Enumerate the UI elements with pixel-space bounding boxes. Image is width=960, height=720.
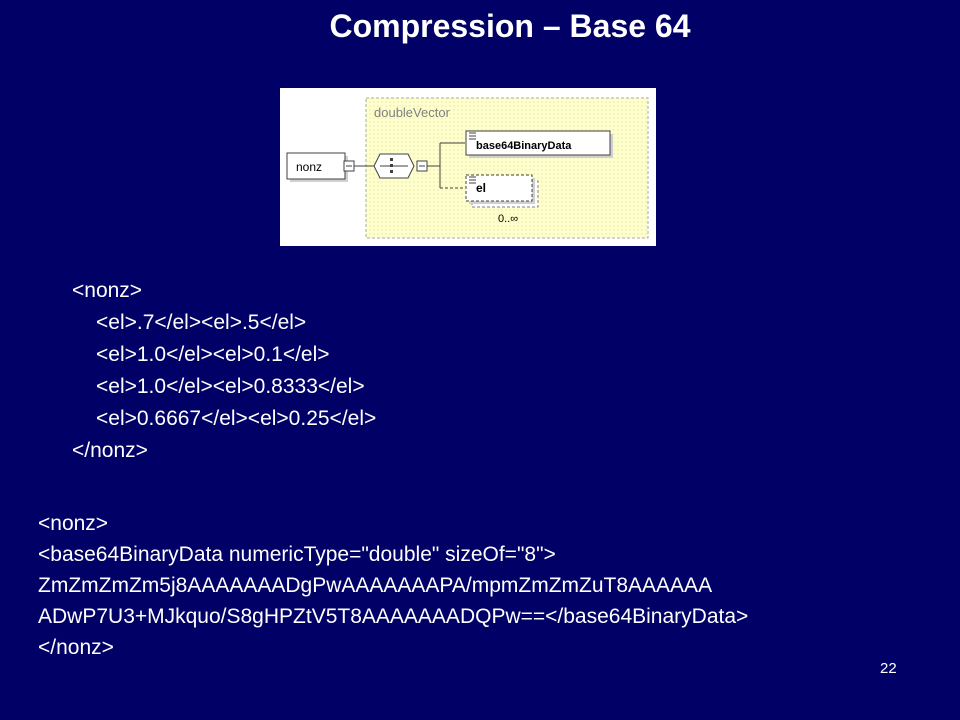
xml-line: <base64BinaryData numericType="double" s… [38,543,556,566]
xml-close-tag: </nonz> [72,439,148,462]
schema-diagram: doubleVector nonz base64BinaryData [280,88,656,246]
xml-example-base64: <nonz> <base64BinaryData numericType="dou… [38,508,748,663]
nonz-element-label: nonz [296,160,322,174]
nonz-element-box [286,152,346,180]
double-vector-label: doubleVector [374,105,451,120]
xml-line: <el>1.0</el><el>0.8333</el> [96,375,365,398]
page-number: 22 [880,660,897,677]
base64-element-box [465,130,611,156]
xml-line: ZmZmZmZm5j8AAAAAAADgPwAAAAAAAPA/mpmZmZmZ… [38,574,713,597]
xml-line: ADwP7U3+MJkquo/S8gHPZtV5T8AAAAAAADQPw==<… [38,605,749,628]
xml-open-tag: <nonz> [72,279,143,302]
el-element-box [465,174,533,202]
schema-diagram-svg: doubleVector nonz base64BinaryData [286,97,649,239]
xml-line: <el>1.0</el><el>0.1</el> [96,343,330,366]
xml-close-tag: </nonz> [38,636,114,659]
el-occurs-label: 0..∞ [498,213,518,225]
xml-example-plain: <nonz> <el>.7</el><el>.5</el> <el>1.0</el>… [72,275,376,467]
xml-line: <el>0.6667</el><el>0.25</el> [96,407,377,430]
el-element-label: el [476,181,486,195]
xml-line: <el>.7</el><el>.5</el> [96,311,307,334]
base64-element-label: base64BinaryData [476,140,572,152]
xml-open-tag: <nonz> [38,512,109,535]
slide-title: Compression – Base 64 [329,8,691,44]
